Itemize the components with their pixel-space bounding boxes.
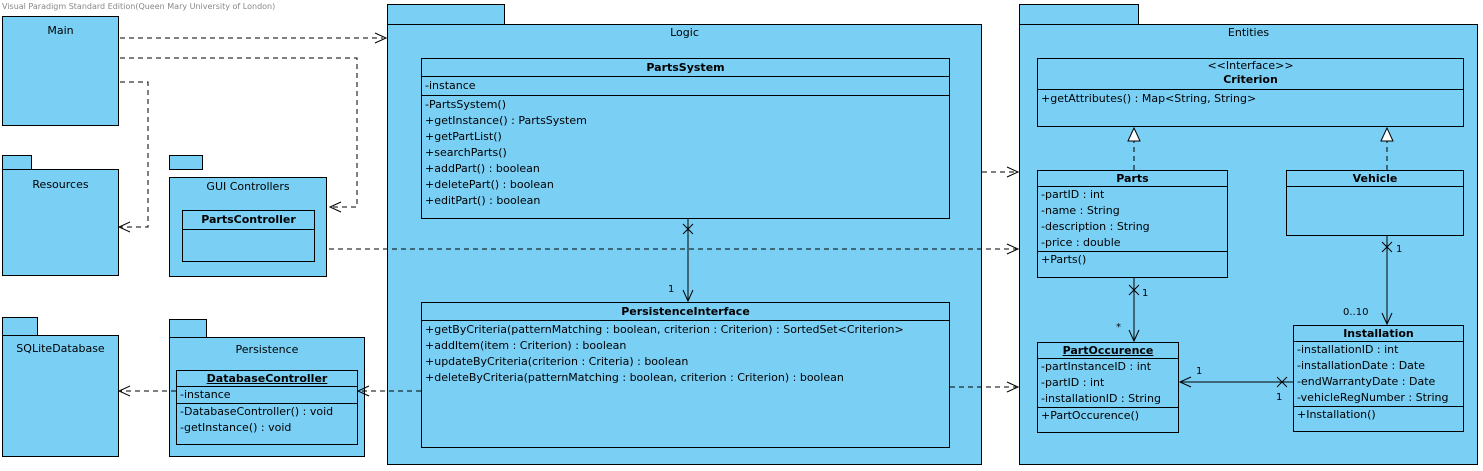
arrowhead-icon xyxy=(356,385,370,397)
class-name: DatabaseController xyxy=(206,372,328,385)
operation: +getAttributes() : Map<String, String> xyxy=(1041,92,1257,105)
arrowhead-icon xyxy=(1178,376,1192,388)
watermark: Visual Paradigm Standard Edition(Queen M… xyxy=(2,2,276,11)
multiplicity-label: 1 xyxy=(668,284,675,295)
stereotype: <<Interface>> xyxy=(1207,59,1294,72)
cross-icon xyxy=(1128,284,1140,296)
arrowhead-icon xyxy=(1006,243,1020,255)
package-gui-label: GUI Controllers xyxy=(206,180,290,193)
class-name: PartsController xyxy=(201,213,296,226)
attribute: -installationID : String xyxy=(1041,392,1161,405)
attribute: -vehicleRegNumber : String xyxy=(1297,391,1449,404)
dependency-main-gui xyxy=(120,57,358,208)
attribute: -partID : int xyxy=(1041,188,1105,201)
multiplicity-label: 0..10 xyxy=(1343,307,1369,318)
operation: +addItem(item : Criterion) : boolean xyxy=(425,339,627,352)
operation: +updateByCriteria(criterion : Criteria) … xyxy=(425,355,689,368)
cross-icon xyxy=(682,223,694,235)
operation: +deleteByCriteria(patternMatching : bool… xyxy=(425,371,844,384)
class-persistence-interface[interactable]: PersistenceInterface +getByCriteria(patt… xyxy=(421,302,950,448)
class-name: Installation xyxy=(1343,327,1414,340)
package-resources-label: Resources xyxy=(32,178,89,191)
class-database-controller[interactable]: DatabaseController -instance -DatabaseCo… xyxy=(176,370,358,445)
class-parts-system[interactable]: PartsSystem -instance -PartsSystem() +ge… xyxy=(421,58,950,219)
multiplicity-label: 1 xyxy=(1276,392,1283,403)
package-logic-label: Logic xyxy=(670,26,699,39)
class-parts[interactable]: Parts -partID : int -name : String -desc… xyxy=(1037,170,1228,278)
operation: +deletePart() : boolean xyxy=(425,178,554,191)
multiplicity-label: 1 xyxy=(1196,366,1203,377)
attribute: -name : String xyxy=(1041,204,1120,217)
multiplicity-label: 1 xyxy=(1142,288,1149,299)
operation: +addPart() : boolean xyxy=(425,162,540,175)
arrowhead-icon xyxy=(682,289,694,303)
multiplicity-label: * xyxy=(1116,322,1121,333)
class-criterion[interactable]: <<Interface>> Criterion +getAttributes()… xyxy=(1037,58,1464,127)
class-name: PartsSystem xyxy=(646,61,725,74)
class-installation[interactable]: Installation -installationID : int -inst… xyxy=(1293,325,1464,432)
class-name: Parts xyxy=(1116,172,1149,185)
attribute: -partInstanceID : int xyxy=(1041,360,1152,373)
attribute: -price : double xyxy=(1041,236,1121,249)
class-part-occurence[interactable]: PartOccurence -partInstanceID : int -par… xyxy=(1037,342,1179,433)
class-parts-controller[interactable]: PartsController xyxy=(182,210,315,262)
attribute: -installationID : int xyxy=(1297,343,1399,356)
attribute: -installationDate : Date xyxy=(1297,359,1425,372)
package-persistence-label: Persistence xyxy=(235,343,299,356)
operation: +PartOccurence() xyxy=(1041,409,1140,422)
attribute: -instance xyxy=(180,388,231,401)
package-main-label: Main xyxy=(47,24,74,37)
operation: +getByCriteria(patternMatching : boolean… xyxy=(425,323,904,336)
class-name: PartOccurence xyxy=(1062,344,1154,357)
operation: -PartsSystem() xyxy=(425,98,507,111)
package-sqlite-label: SQLiteDatabase xyxy=(16,342,105,355)
class-name: PersistenceInterface xyxy=(621,305,750,318)
cross-icon xyxy=(1381,241,1393,253)
arrowhead-icon xyxy=(117,385,131,397)
arrowhead-icon xyxy=(1128,329,1140,343)
dependency-main-resources xyxy=(120,81,149,228)
attribute: -endWarrantyDate : Date xyxy=(1297,375,1436,388)
package-entities-label: Entities xyxy=(1227,26,1270,39)
operation: -DatabaseController() : void xyxy=(180,405,334,418)
arrowhead-icon xyxy=(1006,166,1020,178)
cross-icon xyxy=(1276,376,1288,388)
operation: -getInstance() : void xyxy=(180,421,292,434)
arrowhead-icon xyxy=(1006,381,1020,393)
arrowhead-icon xyxy=(1381,312,1393,326)
operation: +getInstance() : PartsSystem xyxy=(425,114,587,127)
operation: +Parts() xyxy=(1041,253,1087,266)
class-name: Criterion xyxy=(1223,73,1278,86)
multiplicity-label: 1 xyxy=(1396,244,1403,255)
class-name: Vehicle xyxy=(1352,172,1398,185)
arrowhead-icon xyxy=(328,201,342,213)
arrowhead-icon xyxy=(374,32,388,44)
operation: +editPart() : boolean xyxy=(425,194,541,207)
class-vehicle[interactable]: Vehicle xyxy=(1286,170,1464,236)
operation: +Installation() xyxy=(1297,408,1376,421)
operation: +getPartList() xyxy=(425,130,502,143)
triangle-icon xyxy=(1380,126,1394,142)
arrowhead-icon xyxy=(117,221,131,233)
attribute: -instance xyxy=(425,79,476,92)
attribute: -partID : int xyxy=(1041,376,1105,389)
attribute: -description : String xyxy=(1041,220,1150,233)
triangle-icon xyxy=(1127,126,1141,142)
operation: +searchParts() xyxy=(425,146,507,159)
